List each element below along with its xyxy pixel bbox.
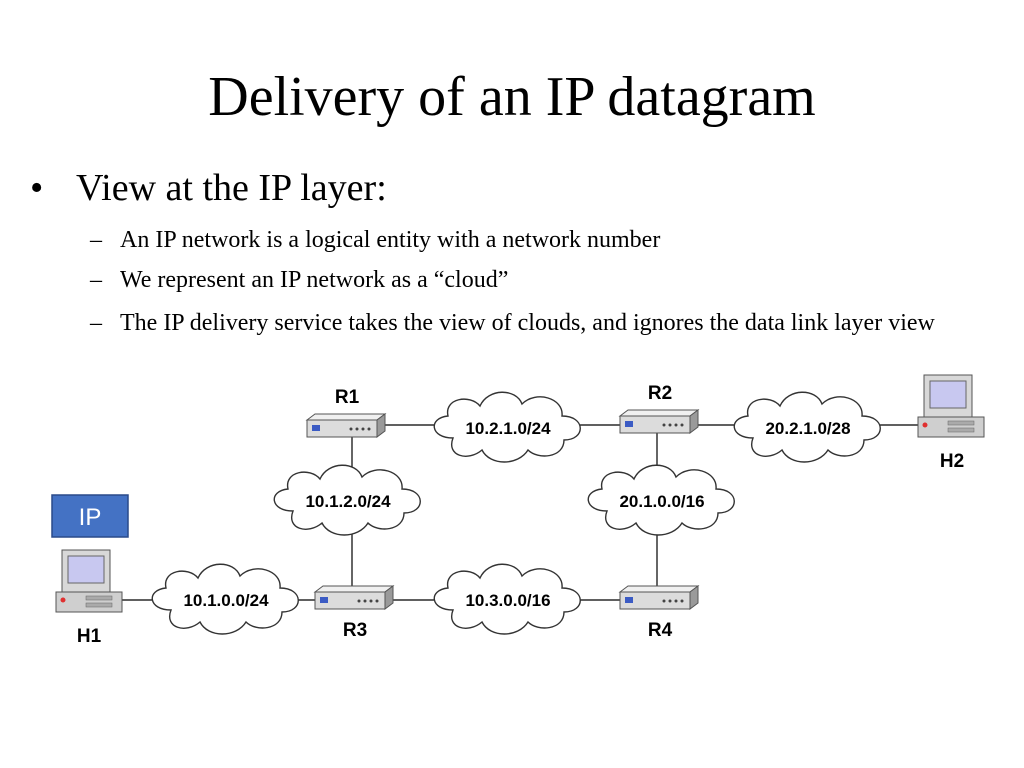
network-cloud-10-3-0-0: 10.3.0.0/16 bbox=[433, 563, 581, 635]
host-label: H2 bbox=[940, 451, 964, 472]
cloud-label: 20.2.1.0/28 bbox=[765, 419, 850, 438]
network-diagram: 10.2.1.0/24 20.2.1.0/28 10.1.2.0/24 20.1… bbox=[51, 374, 985, 647]
cloud-label: 10.3.0.0/16 bbox=[465, 591, 550, 610]
sub-bullet-marker: – bbox=[90, 227, 102, 253]
cloud-label: 20.1.0.0/16 bbox=[619, 492, 704, 511]
router-r4: R4 bbox=[618, 585, 700, 641]
ip-layer-box: IP bbox=[51, 494, 129, 538]
network-cloud-20-1-0-0: 20.1.0.0/16 bbox=[587, 464, 735, 536]
host-label: H1 bbox=[77, 626, 102, 647]
sub-bullet-text: An IP network is a logical entity with a… bbox=[120, 227, 661, 253]
router-icon bbox=[618, 585, 700, 610]
bullet-marker: • bbox=[30, 167, 44, 209]
network-cloud-10-2-1-0: 10.2.1.0/24 bbox=[433, 391, 581, 463]
router-r2: R2 bbox=[618, 383, 700, 434]
router-label: R2 bbox=[648, 383, 672, 404]
router-icon bbox=[313, 585, 395, 610]
computer-icon bbox=[55, 549, 123, 613]
network-cloud-10-1-0-0: 10.1.0.0/24 bbox=[151, 563, 299, 635]
network-cloud-20-2-1-0: 20.2.1.0/28 bbox=[733, 391, 881, 463]
computer-icon bbox=[917, 374, 985, 438]
sub-bullet-marker: – bbox=[90, 310, 102, 336]
router-icon bbox=[618, 409, 700, 434]
router-icon bbox=[305, 413, 387, 438]
cloud-label: 10.2.1.0/24 bbox=[465, 419, 551, 438]
ip-layer-label: IP bbox=[79, 504, 102, 531]
slide-title: Delivery of an IP datagram bbox=[208, 66, 816, 128]
sub-bullet-marker: – bbox=[90, 267, 102, 293]
cloud-label: 10.1.2.0/24 bbox=[305, 492, 391, 511]
network-cloud-10-1-2-0: 10.1.2.0/24 bbox=[273, 464, 421, 536]
router-label: R3 bbox=[343, 620, 367, 641]
bullet-text: View at the IP layer: bbox=[76, 167, 387, 209]
router-r3: R3 bbox=[313, 585, 395, 641]
sub-bullet-text: The IP delivery service takes the view o… bbox=[120, 310, 935, 336]
router-label: R1 bbox=[335, 387, 360, 408]
router-r1: R1 bbox=[305, 387, 387, 438]
host-h1: H1 bbox=[55, 549, 123, 647]
sub-bullet-text: We represent an IP network as a “cloud” bbox=[120, 267, 509, 293]
host-h2: H2 bbox=[917, 374, 985, 472]
router-label: R4 bbox=[648, 620, 673, 641]
cloud-label: 10.1.0.0/24 bbox=[183, 591, 269, 610]
